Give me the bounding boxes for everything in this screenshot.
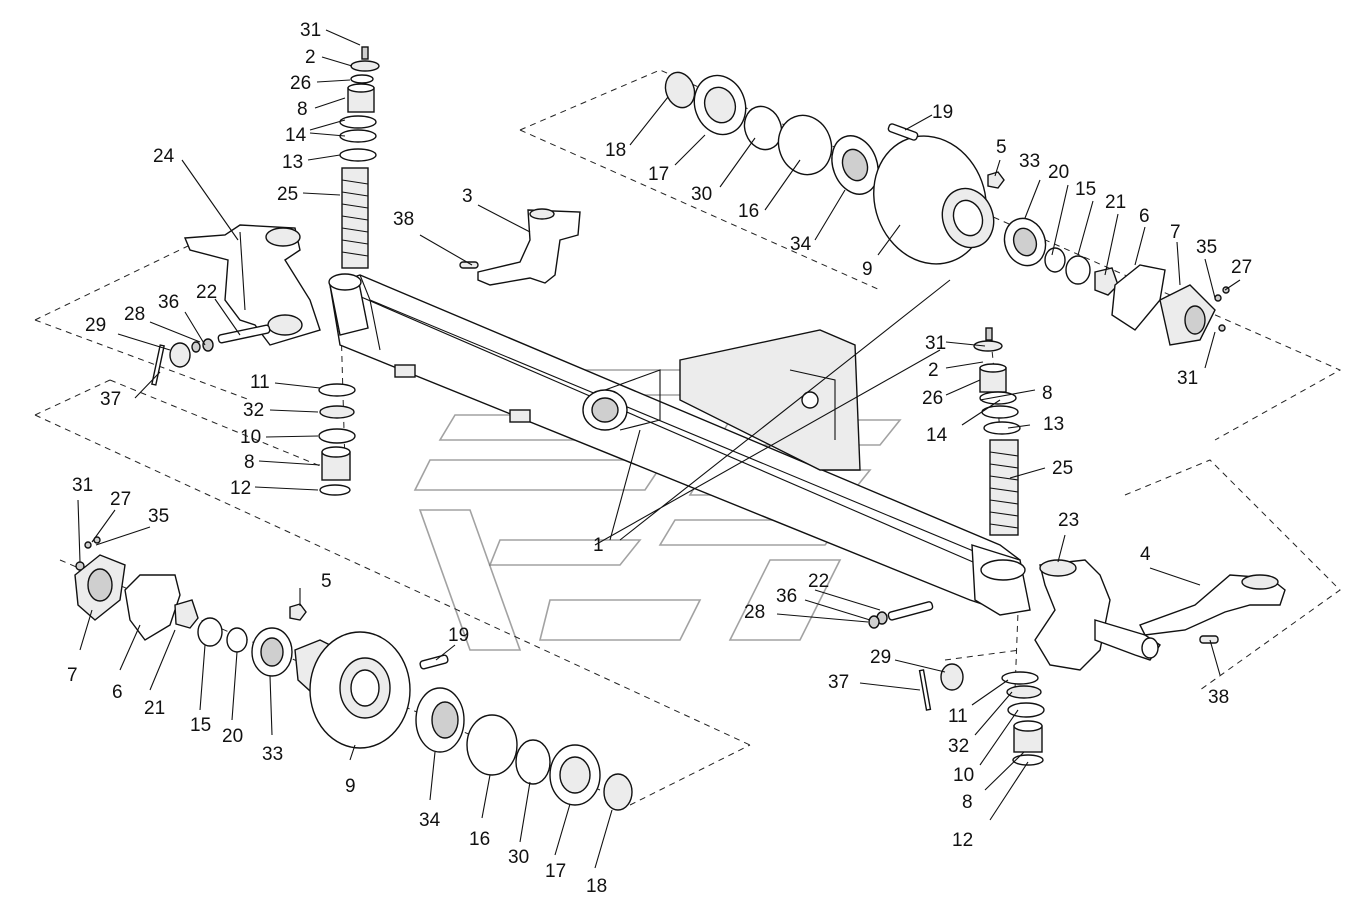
- part-label: 34: [419, 810, 441, 831]
- part-label: 15: [1075, 179, 1096, 200]
- part-label: 17: [648, 164, 669, 185]
- kingpin-stack-left-lower: [318, 383, 356, 496]
- part-label: 9: [862, 259, 873, 280]
- part-label: 25: [277, 184, 298, 205]
- part-label: 31: [925, 333, 946, 354]
- part-label: 28: [744, 602, 765, 623]
- part-label: 36: [158, 292, 179, 313]
- part-label: 8: [1042, 383, 1053, 404]
- part-label: 6: [112, 682, 123, 703]
- part-label: 14: [926, 425, 948, 446]
- part-label: 11: [948, 706, 968, 727]
- part-label: 33: [1019, 151, 1040, 172]
- part-label: 38: [393, 209, 414, 230]
- steering-knuckle-left: [183, 224, 321, 346]
- left-fasteners: [151, 324, 271, 386]
- part-label: 14: [285, 125, 307, 146]
- part-label: 24: [153, 146, 175, 167]
- part-label: 29: [870, 647, 891, 668]
- part-label: 8: [244, 452, 255, 473]
- part-label: 3: [462, 186, 473, 207]
- part-label: 28: [124, 304, 145, 325]
- part-label: 30: [508, 847, 529, 868]
- part-label: 7: [67, 665, 78, 686]
- part-label: 2: [305, 47, 316, 68]
- part-label: 13: [1043, 414, 1064, 435]
- right-fasteners: [868, 601, 1045, 766]
- part-label: 15: [190, 715, 211, 736]
- steering-knuckle-right: [1034, 559, 1161, 671]
- part-label: 5: [321, 571, 332, 592]
- part-label: 31: [72, 475, 93, 496]
- kingpin-stack-right-upper: [973, 327, 1021, 536]
- part-label: 16: [469, 829, 490, 850]
- part-label: 12: [952, 830, 973, 851]
- part-label: 27: [110, 489, 131, 510]
- part-label: 13: [282, 152, 303, 173]
- part-label: 31: [300, 20, 321, 41]
- part-label: 20: [222, 726, 243, 747]
- part-label: 37: [828, 672, 849, 693]
- part-label: 31: [1177, 368, 1198, 389]
- part-label: 8: [962, 792, 973, 813]
- part-label: 2: [928, 360, 939, 381]
- part-label: 20: [1048, 162, 1069, 183]
- part-label: 19: [448, 625, 469, 646]
- part-label: 33: [262, 744, 283, 765]
- part-label: 29: [85, 315, 106, 336]
- part-label: 27: [1231, 257, 1252, 278]
- part-label: 23: [1058, 510, 1079, 531]
- part-label: 6: [1139, 206, 1150, 227]
- part-label: 7: [1170, 222, 1181, 243]
- part-label: 1: [593, 535, 604, 556]
- steering-arm-4: [1139, 574, 1286, 644]
- part-label: 9: [345, 776, 356, 797]
- part-label: 16: [738, 201, 759, 222]
- part-label: 25: [1052, 458, 1073, 479]
- part-label: 8: [297, 99, 308, 120]
- part-label: 34: [790, 234, 812, 255]
- hub-assembly-lower: [74, 536, 633, 811]
- part-label: 35: [1196, 237, 1217, 258]
- part-label: 17: [545, 861, 566, 882]
- part-labels: 31 2 26 8 14 13 25 24 38 3 22 36 28 29 3…: [67, 20, 1252, 897]
- part-label: 36: [776, 586, 797, 607]
- axle-beam: [328, 273, 1031, 616]
- part-label: 10: [953, 765, 974, 786]
- part-label: 18: [605, 140, 626, 161]
- part-label: 32: [243, 400, 264, 421]
- part-label: 18: [586, 876, 607, 897]
- leader-lines: [77, 29, 1241, 869]
- steering-arm-3: [459, 208, 581, 286]
- part-label: 19: [932, 102, 953, 123]
- part-label: 21: [1105, 192, 1126, 213]
- part-label: 5: [996, 137, 1007, 158]
- part-label: 32: [948, 736, 969, 757]
- part-label: 4: [1140, 544, 1151, 565]
- part-label: 26: [922, 388, 943, 409]
- part-label: 21: [144, 698, 165, 719]
- part-label: 11: [250, 372, 270, 393]
- part-label: 22: [196, 282, 217, 303]
- part-label: 22: [808, 571, 829, 592]
- part-label: 35: [148, 506, 169, 527]
- part-label: 30: [691, 184, 712, 205]
- part-label: 12: [230, 478, 251, 499]
- part-label: 26: [290, 73, 311, 94]
- part-label: 10: [240, 427, 261, 448]
- part-label: 38: [1208, 687, 1229, 708]
- part-label: 37: [100, 389, 121, 410]
- hub-assembly-upper: [664, 71, 1230, 346]
